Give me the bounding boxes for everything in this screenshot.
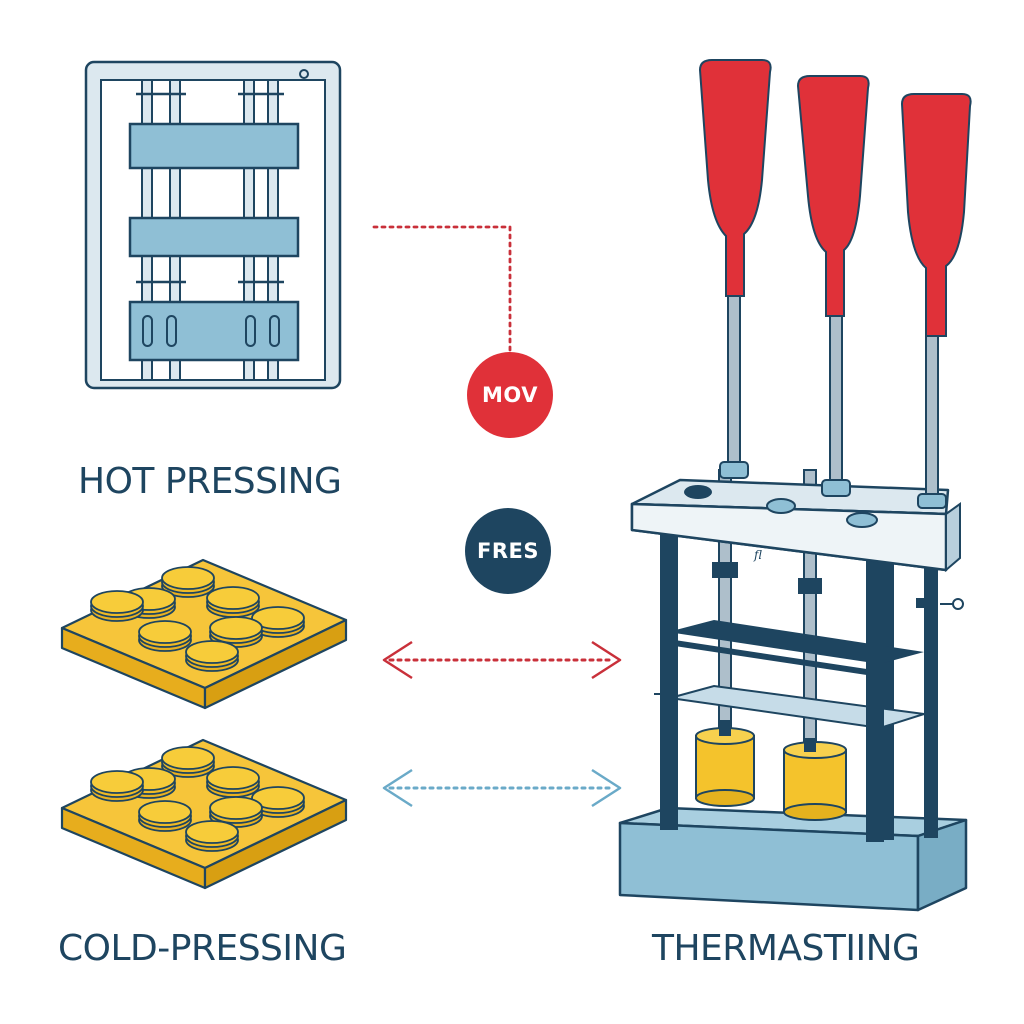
gold-pellet-tray-icon: [62, 560, 346, 708]
dotted-arrow-icon: [382, 768, 622, 808]
cold-pressing-label: COLD-PRESSING: [58, 928, 347, 969]
dotted-arrow-icon: [382, 640, 622, 680]
gold-pellet-tray-icon: [62, 740, 346, 888]
fres-badge: FRES: [465, 508, 551, 594]
connector-line: [372, 225, 512, 354]
thermastiing-label: THERMASTIING: [652, 928, 920, 969]
hot-pressing-label: HOT PRESSING: [78, 461, 342, 502]
thermoforming-press-icon: [618, 59, 972, 912]
hot-press-machine-icon: [84, 60, 342, 390]
fl-mark: fl: [754, 548, 763, 562]
mov-badge: MOV: [467, 352, 553, 438]
mov-badge-label: MOV: [482, 383, 538, 407]
fres-badge-label: FRES: [477, 539, 539, 563]
